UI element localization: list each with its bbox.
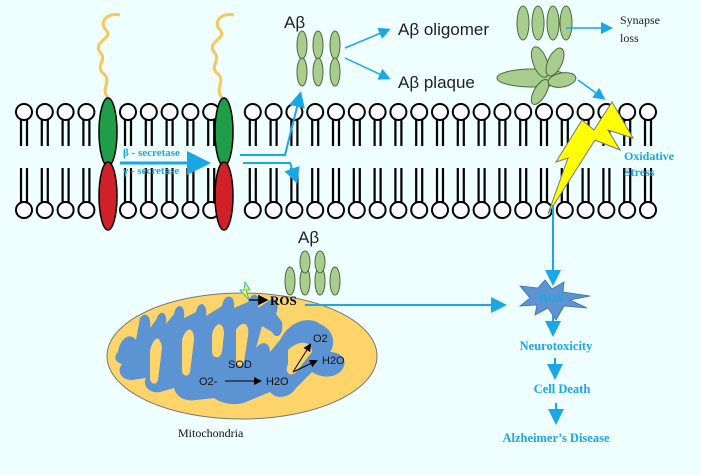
phospholipid — [555, 103, 574, 219]
oxidative-stress-label: Oxidative — [624, 149, 675, 163]
cell-death-label: Cell Death — [534, 382, 591, 396]
phospholipid — [514, 103, 533, 219]
phospholipid — [639, 103, 657, 219]
abeta-oligomer-cluster — [516, 5, 573, 41]
gamma-secretase-label: γ - secretase — [122, 165, 179, 177]
abeta-peptide — [284, 266, 296, 296]
o2-label: O2 — [313, 333, 328, 345]
phospholipid — [160, 103, 179, 219]
phospholipid — [347, 103, 366, 219]
phospholipid — [264, 103, 283, 219]
phospholipid — [410, 103, 429, 219]
lipid-bilayer — [15, 103, 657, 219]
app-transmembrane-2 — [214, 97, 234, 231]
oxidative-stress-lightning-icon — [547, 101, 635, 215]
abeta-peptide — [559, 5, 573, 41]
phospholipid — [576, 103, 595, 219]
abeta-plaque-label: Aβ plaque — [398, 73, 475, 92]
phospholipid — [139, 103, 158, 219]
abeta-peptide — [296, 30, 308, 60]
phospholipid — [181, 103, 200, 219]
abeta-peptide — [546, 5, 560, 41]
app-protein-strand-1 — [96, 12, 121, 99]
oxidative-stress-label-line2: Stress — [624, 165, 655, 179]
sod-label: SOD — [228, 359, 252, 371]
phospholipid — [306, 103, 325, 219]
mitochondria-label: Mitochondria — [178, 426, 244, 440]
to-h2o-arrow — [292, 359, 318, 373]
phospholipid — [368, 103, 387, 219]
alzheimers-disease-label: Alzheimer’s Disease — [502, 431, 609, 445]
abeta-lower-label: Aβ — [298, 228, 319, 247]
abeta-monomers-lower — [284, 250, 341, 296]
phospholipid — [15, 103, 33, 219]
phospholipid — [431, 103, 449, 219]
ros-star-label: ROS — [539, 291, 564, 305]
phospholipid — [119, 103, 137, 219]
h2o-label-2: H2O — [322, 355, 345, 367]
ros-starburst-icon — [518, 279, 591, 321]
phospholipid — [451, 103, 470, 219]
abeta-plaque-cluster — [496, 46, 577, 105]
abeta-peptide — [329, 30, 341, 60]
beta-secretase-label: β - secretase — [123, 147, 180, 159]
phospholipid — [389, 103, 408, 219]
h2o-label-1: H2O — [266, 376, 289, 388]
abeta-peptide — [312, 57, 324, 87]
abeta-peptide — [312, 30, 324, 60]
mitochondrial-cristae — [115, 294, 345, 405]
synapse-loss-label: Synapse — [620, 13, 660, 27]
phospholipid — [472, 103, 491, 219]
to-plaque-arrow — [344, 57, 391, 80]
to-o2-arrow — [292, 343, 312, 373]
phospholipid — [618, 103, 637, 219]
abeta-peptide — [329, 266, 341, 296]
abeta-peptide — [516, 5, 530, 41]
phospholipid — [493, 103, 512, 219]
abeta-release-arrow-down — [243, 162, 300, 184]
abeta-peptide — [296, 57, 308, 87]
abeta-oligomer-label: Aβ oligomer — [398, 20, 489, 39]
phospholipid — [535, 103, 553, 219]
phospholipid — [243, 103, 262, 219]
app-protein-strand-2 — [210, 12, 235, 99]
abeta-peptide — [314, 250, 326, 274]
phospholipid — [35, 103, 54, 219]
phospholipid — [202, 103, 221, 219]
abeta-top-label: Aβ — [284, 13, 305, 32]
abeta-release-arrow-up — [240, 91, 305, 156]
abeta-peptide — [531, 5, 545, 41]
plaque-to-stress-arrow — [577, 79, 606, 100]
abeta-peptide — [329, 57, 341, 87]
abeta-peptide — [299, 250, 311, 274]
ros-mito-label: ROS — [270, 293, 297, 308]
abeta-monomers — [296, 30, 341, 87]
neurotoxicity-label: Neurotoxicity — [520, 339, 593, 353]
o2-minus-label: O2- — [199, 376, 218, 388]
phospholipid — [327, 103, 345, 219]
phospholipid — [77, 103, 96, 219]
synapse-loss-label-line2: loss — [620, 31, 639, 45]
phospholipid — [56, 103, 75, 219]
app-transmembrane-1 — [98, 97, 118, 231]
to-oligomer-arrow — [344, 27, 391, 49]
mitochondrion: ROS SOD O2- H2O O2 H2O — [106, 280, 378, 420]
